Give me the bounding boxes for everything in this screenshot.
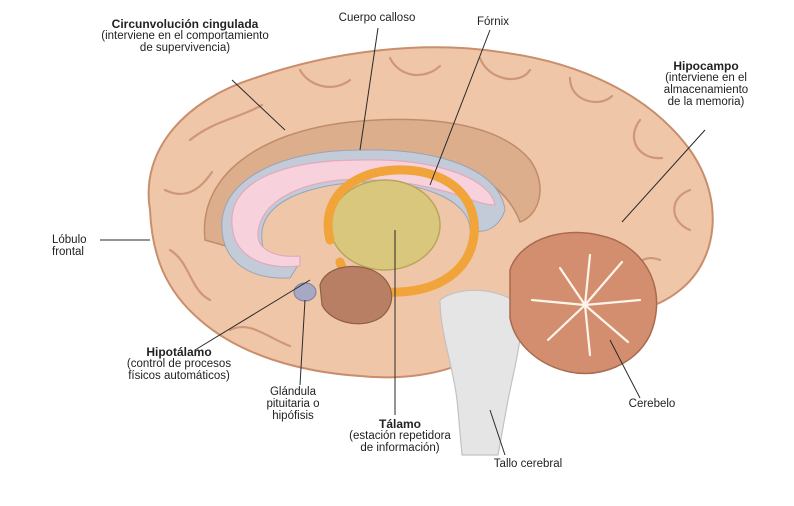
label-line: (interviene en el [665, 72, 747, 84]
label-tallo-cerebral: Tallo cerebral [478, 458, 578, 470]
label-cerebelo: Cerebelo [612, 398, 692, 410]
leader-tallo [489, 409, 506, 456]
label-title: Circunvolución cingulada [111, 17, 259, 31]
label-line: pituitaria o [266, 398, 320, 410]
label-title: Hipocampo [673, 59, 739, 73]
label-title: Cuerpo calloso [338, 12, 416, 24]
label-circunvolucion-cingulada: Circunvolución cingulada (interviene en … [80, 18, 290, 54]
label-title: Hipotálamo [146, 345, 212, 359]
brainstem [439, 289, 522, 456]
label-title: Tálamo [378, 417, 421, 431]
pituitary-gland [293, 282, 317, 302]
leader-hipocampo [621, 129, 706, 223]
cerebellum-folia [530, 253, 642, 357]
label-line: frontal [52, 246, 84, 258]
thalamus [329, 179, 441, 271]
label-line: de información) [360, 442, 440, 454]
leader-lines [100, 27, 706, 456]
label-line: Lóbulo [52, 234, 87, 246]
label-line: físicos automáticos) [128, 370, 230, 382]
label-line: hipófisis [272, 410, 314, 422]
label-hipotalamo: Hipotálamo (control de procesos físicos … [104, 346, 254, 382]
label-cuerpo-calloso: Cuerpo calloso [322, 12, 432, 24]
label-line: de la memoria) [667, 96, 745, 108]
hypothalamus [319, 265, 393, 325]
leader-cingulada [231, 79, 286, 131]
label-line: almacenamiento [663, 84, 749, 96]
label-line: (interviene en el comportamiento [101, 30, 269, 42]
leader-cuerpo-calloso [359, 27, 379, 151]
leader-fornix [429, 29, 491, 186]
label-line: Glándula [269, 386, 317, 398]
leader-cerebelo [609, 339, 641, 399]
label-fornix: Fórnix [468, 16, 518, 28]
label-title: Fórnix [477, 16, 509, 28]
label-hipocampo: Hipocampo (interviene en el almacenamien… [646, 60, 766, 108]
leader-hipotalamo [194, 279, 311, 351]
label-talamo: Tálamo (estación repetidora de informaci… [330, 418, 470, 454]
label-title: Tallo cerebral [493, 458, 563, 470]
label-line: (control de procesos [126, 358, 232, 370]
label-lobulo-frontal: Lóbulo frontal [52, 234, 112, 258]
label-line: de supervivencia) [139, 42, 231, 54]
leader-glandula [299, 299, 306, 386]
label-title: Cerebelo [628, 398, 676, 410]
label-line: (estación repetidora [349, 430, 451, 442]
label-glandula-pituitaria: Glándula pituitaria o hipófisis [248, 386, 338, 422]
